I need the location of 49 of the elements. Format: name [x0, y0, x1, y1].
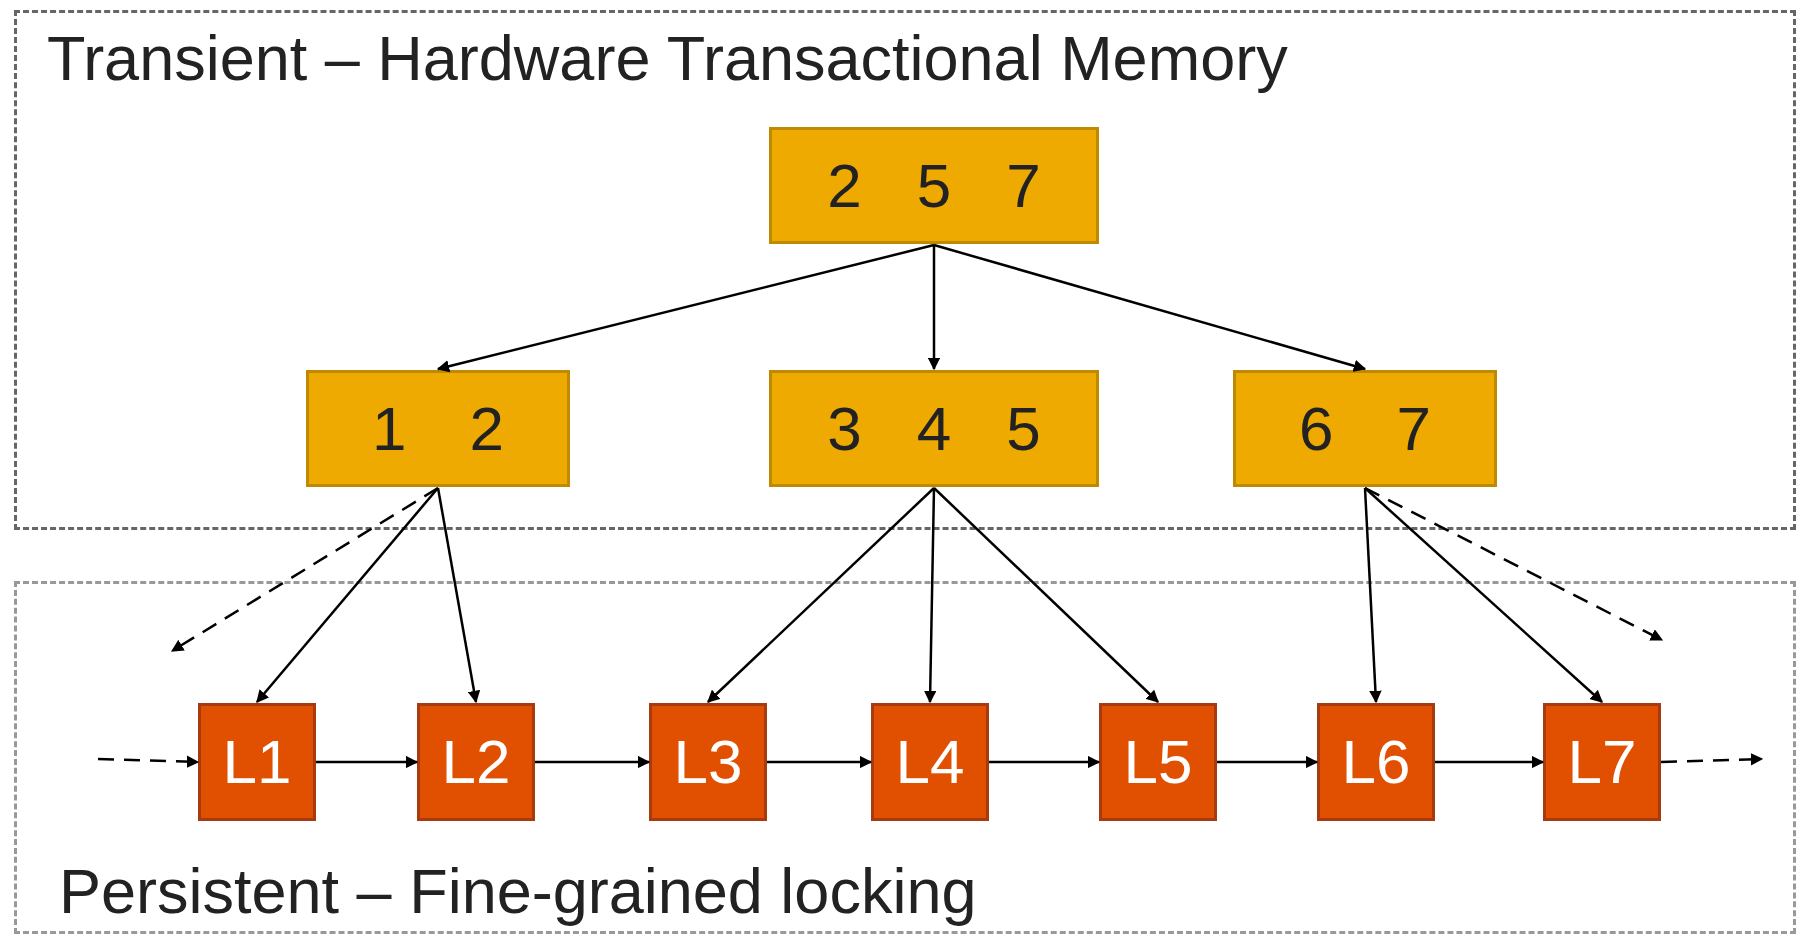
key-value: 5 — [1006, 397, 1041, 460]
arrow — [1364, 487, 1603, 703]
leaf-node-box — [198, 703, 316, 821]
leaf-node-box — [1543, 703, 1661, 821]
key-value: 2 — [469, 397, 504, 460]
key-value: 1 — [372, 397, 407, 460]
arrow — [923, 487, 937, 704]
leaf-label: L3 — [673, 731, 743, 793]
leaf-label: L5 — [1123, 731, 1193, 793]
tree-node-box — [1233, 370, 1497, 487]
arrow — [316, 755, 419, 769]
tree-node-box — [769, 370, 1099, 487]
leaf-label: L6 — [1341, 731, 1411, 793]
leaf-label: L7 — [1567, 731, 1637, 793]
leaf-node-box — [417, 703, 535, 821]
arrow — [933, 243, 1367, 372]
dashed-arrow — [1660, 753, 1764, 766]
arrow — [707, 487, 935, 703]
arrow — [933, 487, 1159, 703]
arrow — [767, 755, 873, 769]
tree-node-box — [306, 370, 570, 487]
leaf-label: L2 — [441, 731, 511, 793]
leaf-node-box — [1099, 703, 1217, 821]
arrow — [436, 487, 481, 704]
arrow — [256, 487, 439, 703]
key-value: 5 — [916, 154, 952, 217]
dashed-arrow — [97, 755, 200, 768]
tree-node-box — [769, 127, 1099, 244]
arrow — [1363, 487, 1382, 704]
key-value: 3 — [827, 397, 862, 460]
key-value: 7 — [1006, 154, 1041, 217]
arrow — [535, 755, 651, 769]
arrow — [989, 755, 1101, 769]
key-value: 6 — [1299, 397, 1334, 460]
key-value: 7 — [1396, 397, 1431, 460]
key-value: 4 — [916, 397, 952, 460]
dashed-arrow — [170, 486, 439, 653]
leaf-label: L1 — [222, 731, 292, 793]
dashed-arrow — [1364, 486, 1664, 642]
arrow — [927, 245, 941, 371]
arrow — [1435, 755, 1545, 769]
dashed-region — [14, 10, 1796, 530]
dashed-region — [14, 581, 1796, 934]
leaf-node-box — [871, 703, 989, 821]
arrow — [1217, 755, 1319, 769]
leaf-node-box — [1317, 703, 1435, 821]
leaf-node-box — [649, 703, 767, 821]
leaf-label: L4 — [895, 731, 965, 793]
key-value: 2 — [827, 154, 862, 217]
